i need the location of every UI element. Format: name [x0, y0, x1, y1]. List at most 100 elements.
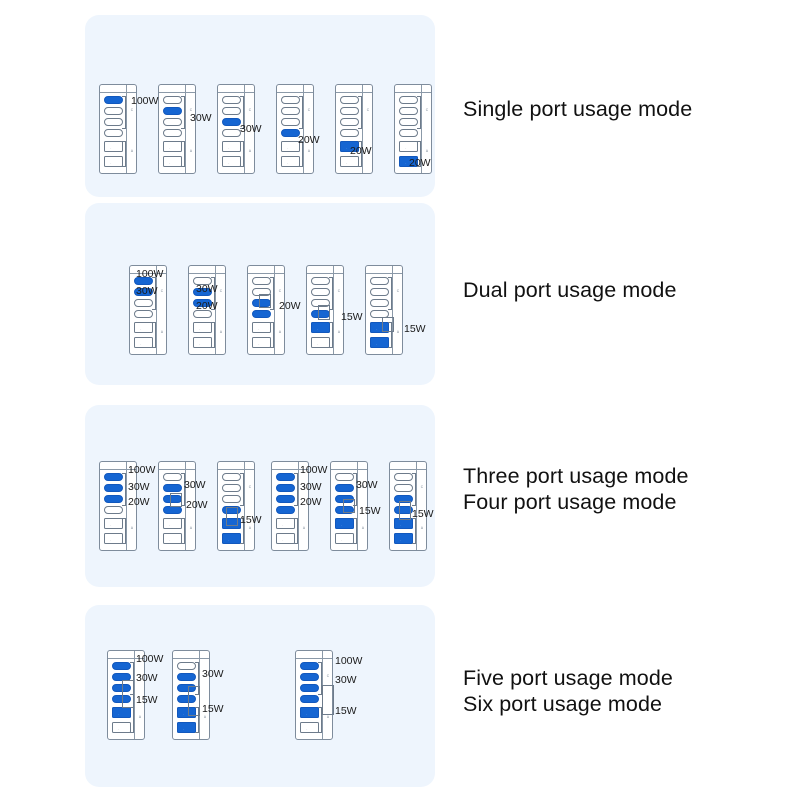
port-micro-label: QC1 18W	[405, 148, 412, 149]
port-1-usb-c-active: PD1 100W	[134, 276, 153, 285]
wattage-group-bracket-three-four-1	[170, 493, 182, 507]
port-micro-label: PD4 20W	[140, 314, 147, 316]
device-side-divider	[416, 462, 417, 550]
port-micro-label: QC1 18W	[140, 329, 147, 330]
usb-c-icon: C	[130, 484, 133, 489]
port-micro-label: PD3 30W	[317, 303, 324, 305]
device-side-divider	[126, 85, 127, 173]
device-top-divider	[296, 658, 332, 659]
wattage-label-three-four-5: 20W	[186, 499, 208, 511]
port-micro-label: QC1 18W	[110, 148, 117, 149]
port-2-usb-c-inactive: PD2 30W	[399, 106, 418, 115]
wattage-label-dual-3: 30W	[196, 283, 218, 295]
device-top-divider	[390, 469, 426, 470]
port-micro-label: PD2 30W	[400, 488, 407, 490]
port-micro-label: PD3 30W	[228, 499, 235, 501]
port-3-usb-c-active: PD3 30W	[276, 494, 295, 503]
port-micro-label: QC2 18W	[376, 344, 383, 345]
port-group-bracket-2	[195, 707, 199, 733]
device-side-divider	[298, 462, 299, 550]
wattage-group-bracket-five-six-1	[122, 680, 134, 708]
port-micro-label: PD4 20W	[199, 314, 206, 316]
port-2-usb-c-active: PD2 30W	[163, 106, 182, 115]
usb-a-icon: A	[248, 149, 251, 153]
port-1-usb-c-inactive: PD1 100W	[335, 472, 354, 481]
port-3-usb-c-active: PD3 30W	[177, 683, 196, 692]
port-micro-label: PD2 30W	[376, 292, 383, 294]
usb-c-icon: C	[130, 107, 133, 112]
port-2-usb-c-inactive: PD2 30W	[281, 106, 300, 115]
port-4-usb-c-inactive: PD4 20W	[399, 128, 418, 137]
port-micro-label: PD3 30W	[199, 303, 206, 305]
port-micro-label: PD4 20W	[405, 133, 412, 135]
port-1-usb-c-inactive: PD1 100W	[222, 472, 241, 481]
port-5-usb-a-inactive: QC1 18W	[281, 140, 300, 152]
port-micro-label: QC2 18W	[110, 540, 117, 541]
port-micro-label: PD1 100W	[117, 666, 126, 668]
usb-a-icon: A	[337, 330, 340, 334]
port-5-usb-a-active: QC1 18W	[112, 706, 131, 718]
caption-dual-port: Dual port usage mode	[463, 278, 677, 302]
port-micro-label: QC1 18W	[169, 148, 176, 149]
device-top-divider	[173, 658, 209, 659]
port-micro-label: PD1 100W	[139, 281, 148, 283]
port-2-usb-c-active: PD2 30W	[300, 672, 319, 681]
wattage-label-five-six-2: 30W	[136, 672, 158, 684]
port-micro-label: PD2 30W	[405, 111, 412, 113]
wattage-label-three-four-1: 100W	[128, 464, 156, 476]
device-top-divider	[218, 469, 254, 470]
port-micro-label: QC1 18W	[287, 148, 294, 149]
wattage-group-bracket-three-four-2	[226, 507, 238, 526]
port-6-usb-a-inactive: QC2 18W	[134, 336, 153, 348]
usb-a-icon: A	[361, 526, 364, 530]
device-top-divider	[159, 92, 195, 93]
usb-a-icon: A	[189, 149, 192, 153]
port-micro-label: QC2 18W	[287, 163, 294, 164]
port-micro-label: PD1 100W	[109, 477, 118, 479]
caption-single-port: Single port usage mode	[463, 97, 693, 121]
usb-c-icon: C	[366, 107, 369, 112]
port-6-usb-a-active: QC2 18W	[399, 155, 418, 167]
port-1-usb-c-inactive: PD1 100W	[222, 95, 241, 104]
wattage-group-bracket-dual-3	[382, 317, 394, 332]
wattage-label-three-four-7: 100W	[300, 464, 328, 476]
wattage-label-five-six-3: 15W	[136, 694, 158, 706]
port-group-bracket-1	[240, 96, 244, 129]
port-4-usb-c-inactive: PD4 20W	[134, 309, 153, 318]
port-micro-label: QC2 18W	[317, 344, 324, 345]
wattage-label-five-six-8: 15W	[335, 705, 357, 717]
port-4-usb-c-inactive: PD4 20W	[370, 309, 389, 318]
port-micro-label: QC1 18W	[317, 329, 324, 330]
port-micro-label: PD2 30W	[258, 292, 265, 294]
usb-c-icon: C	[138, 673, 141, 678]
port-micro-label: PD3 30W	[110, 122, 117, 124]
port-5-usb-a-inactive: QC1 18W	[252, 321, 271, 333]
panel-single-port	[85, 15, 435, 197]
port-group-bracket-2	[181, 518, 185, 544]
port-micro-label: PD2 30W	[228, 488, 235, 490]
port-4-usb-c-active: PD4 20W	[163, 505, 182, 514]
port-micro-label: PD4 20W	[376, 314, 383, 316]
port-group-bracket-1	[417, 96, 421, 129]
port-micro-label: QC2 18W	[228, 163, 235, 164]
device-side-divider	[126, 462, 127, 550]
port-micro-label: PD3 30W	[118, 688, 125, 690]
device-side-divider	[215, 266, 216, 354]
port-group-bracket-1	[211, 277, 215, 310]
port-group-bracket-2	[353, 518, 357, 544]
wattage-label-five-six-5: 15W	[202, 703, 224, 715]
port-micro-label: PD4 20W	[228, 133, 235, 135]
port-group-bracket-1	[122, 473, 126, 506]
port-5-usb-a-inactive: QC1 18W	[163, 140, 182, 152]
wattage-label-single-4: 20W	[298, 134, 320, 146]
usb-c-icon: C	[307, 107, 310, 112]
port-4-usb-c-active: PD4 20W	[335, 505, 354, 514]
port-4-usb-c-active: PD4 20W	[222, 505, 241, 514]
